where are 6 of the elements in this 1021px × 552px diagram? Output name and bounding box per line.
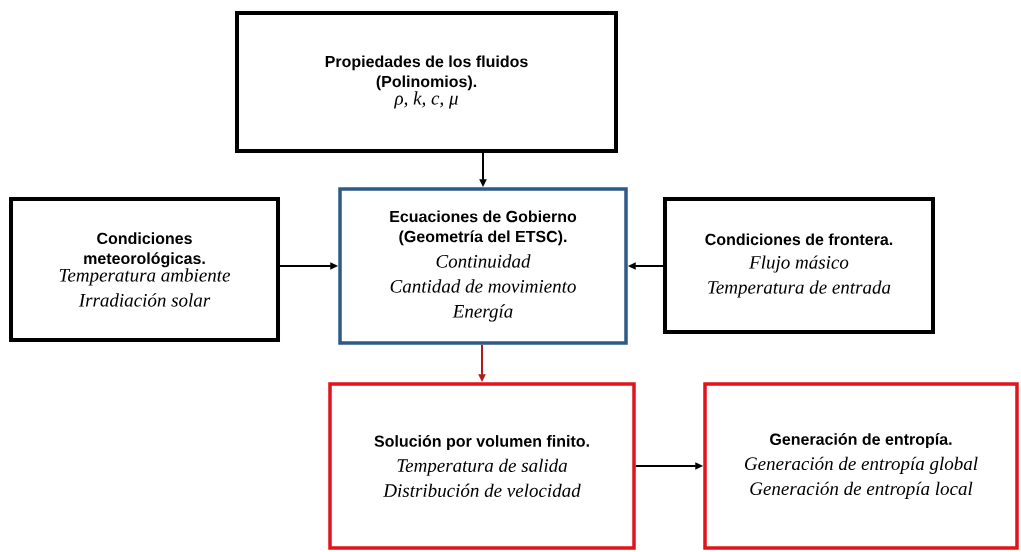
process-box: Condiciones de frontera. Flujo másico Temperatura de entrada <box>663 197 935 334</box>
process-box: Propiedades de los fluidos (Polinomios). ρ, k, c, μ <box>235 11 618 153</box>
process-box: Condiciones meteorológicas. Temperatura ambiente Irradiación solar <box>9 197 280 342</box>
process-box: Generación de entropía. Generación de entropía global Generación de entropía local <box>703 382 1019 550</box>
process-box: Ecuaciones de Gobierno (Geometría del ETSC). Continuidad Cantidad de movimiento Energía <box>338 187 628 345</box>
process-box: Solución por volumen finito. Temperatura de salida Distribución de velocidad <box>328 382 636 550</box>
